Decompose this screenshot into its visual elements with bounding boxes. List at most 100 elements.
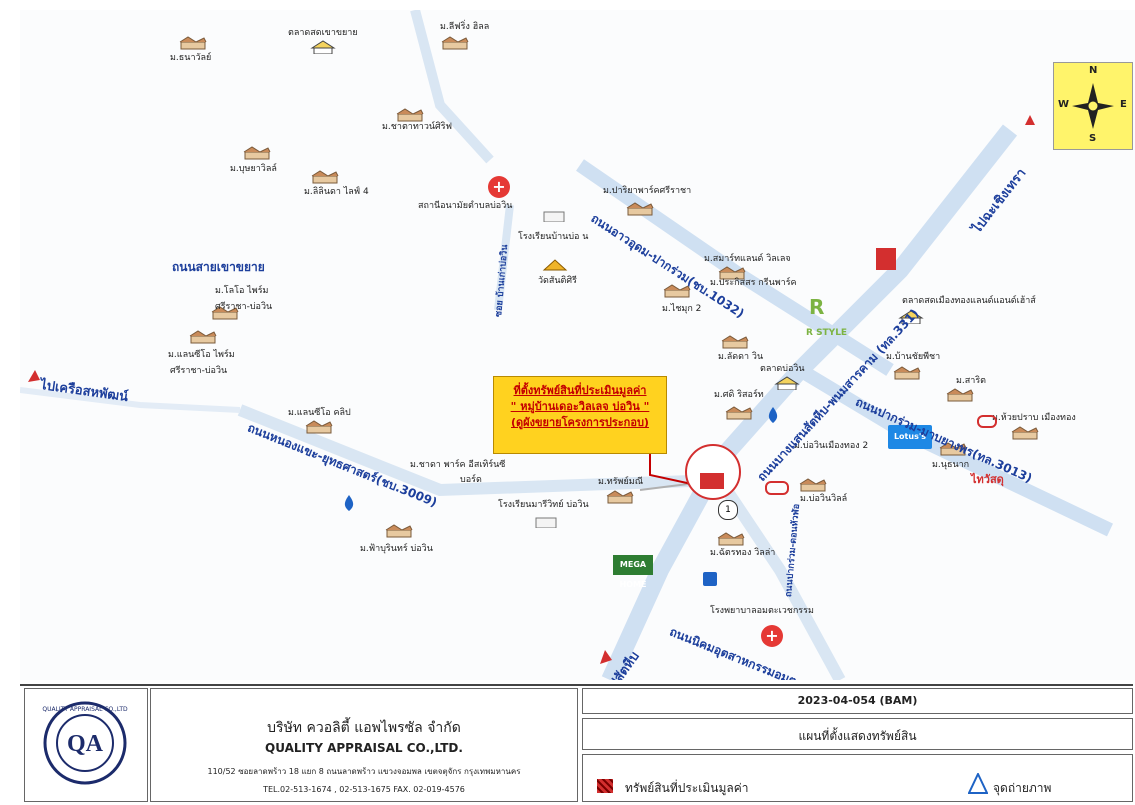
esso-icon [765,481,789,495]
hospital-icon: + [761,625,783,647]
logo-ring-text: QUALITY APPRAISAL CO.,LTD [42,706,128,713]
place-label: ม.โลโอ ไพร์ม [215,286,269,296]
place-label: ตลาดบ่อวิน [760,364,805,374]
compass-east: E [1120,99,1127,110]
road-network [20,10,1114,680]
market-icon [774,376,800,390]
place-label: ตลาดสดเขาขยาย [288,28,358,38]
temple-icon [542,259,568,271]
esso-icon [977,415,997,428]
photo-point-number: 1 [718,500,738,520]
village-icon [179,36,207,50]
rstyle-label: R STYLE [806,328,848,338]
village-icon [946,388,974,402]
place-label: โรงเรียนบ้านบ่อ น [518,232,589,242]
place-label: ม.ไชมุก 2 [662,304,702,314]
callout-line1: ที่ตั้งทรัพย์สินที่ประเมินมูลค่า [513,384,647,397]
village-icon [396,108,424,122]
place-label: ม.บุษยาวิลล์ [230,164,277,174]
rstyle-logo: R [809,295,825,319]
village-icon [211,306,239,320]
property-legend-swatch [597,779,613,793]
village-icon [939,442,967,456]
place-label: สถานีอนามัยตำบลบ่อวิน [418,201,513,211]
place-label: ม.ลีฟริ่ง ฮิลล [440,22,490,32]
company-box: บริษัท ควอลิตี้ แอพไพรซัล จำกัด QUALITY … [150,688,578,802]
legend-property-label: ทรัพย์สินที่ประเมินมูลค่า [625,781,749,795]
place-label: ม.นุธนาก [932,460,970,470]
bank-icon [703,572,717,586]
village-icon [626,202,654,216]
map-title: แผนที่ตั้งแสดงทรัพย์สิน [798,729,917,743]
place-label: ศรีราชา-บ่อวิน [215,302,273,312]
village-icon [893,366,921,380]
logo-box: QA QUALITY APPRAISAL CO.,LTD [24,688,148,802]
gas-station-icon [768,407,778,423]
market-icon [898,310,924,324]
place-label: ม.ชาตาทาวน์ศิริฟ [382,122,452,132]
market-icon [310,40,336,54]
village-icon [305,420,333,434]
village-icon [1011,426,1039,440]
village-icon [189,330,217,344]
place-label: ม.บ้านชัยพีชา [886,352,941,362]
place-label: ม.ปาริยาพาร์คศรีราชา [603,186,692,196]
company-address: 110/52 ซอยลาดพร้าว 18 แยก 8 ถนนลาดพร้าว … [207,767,521,776]
site-marker [685,444,741,500]
village-icon [717,532,745,546]
village-icon [243,146,271,160]
village-icon [606,490,634,504]
place-label: ม.ศดิ ริสอร์ท [714,390,764,400]
health-station-icon: + [488,176,510,198]
company-phone: TEL.02-513-1674 , 02-513-1675 FAX. 02-01… [263,785,465,794]
village-icon [441,36,469,50]
report-footer: QA QUALITY APPRAISAL CO.,LTD บริษัท ควอล… [20,684,1133,802]
place-label: บอร์ด [460,475,482,485]
legend-photo-label: จุดถ่ายภาพ [993,781,1052,795]
village-icon [385,524,413,538]
compass-north: N [1089,65,1098,76]
store-icon [876,248,896,270]
place-label: ม.ประกิสสร กรีนพาร์ค [710,278,797,288]
location-map: ม.ธนาวัลย์ ตลาดสดเขาขยาย ม.ลีฟริ่ง ฮิลล … [20,10,1135,680]
report-number-box: 2023-04-054 (BAM) [582,688,1133,714]
compass-south: S [1089,133,1097,144]
place-label: ศรีราชา-บ่อวิน [170,366,228,376]
report-number: 2023-04-054 (BAM) [797,694,918,707]
logo-letters: QA [67,731,104,757]
place-label: ม.สาริต [956,376,987,386]
place-label: ม.แลนซีโอ คลิป [288,408,351,418]
company-name-en: QUALITY APPRAISAL CO.,LTD. [265,741,463,755]
place-label: โรงพยาบาลอมตะเวชกรรม [710,606,814,616]
lotus-store: Lotus's [888,425,932,449]
village-icon [725,406,753,420]
compass-rose: N S W E [1053,62,1133,150]
place-label: ม.บ่อวินเมืองทอง 2 [794,441,869,451]
place-label: ม.ลิลินดา ไลฟ์ 4 [304,187,369,197]
school-icon [543,211,565,222]
photo-point-icon [968,773,988,794]
gas-station-icon [344,495,354,511]
place-label: ม.ฟ้าบุรินทร์ บ่อวิน [360,544,433,554]
school-icon [535,517,557,528]
village-icon [721,335,749,349]
place-label: ม.แลนซีโอ ไพร์ม [168,350,235,360]
road-label: ถนนสายเขาขยาย [172,260,265,274]
place-label: โรงเรียนมารีวิทย์ บ่อวิน [498,500,589,510]
legend-box: ทรัพย์สินที่ประเมินมูลค่า จุดถ่ายภาพ [582,754,1133,802]
village-icon [718,266,746,280]
place-label: วัดสันติศิรี [538,276,577,286]
site-callout: ที่ตั้งทรัพย์สินที่ประเมินมูลค่า " หมู่บ… [493,376,667,454]
compass-west: W [1058,99,1070,110]
village-icon [799,478,827,492]
village-icon [663,284,691,298]
callout-line3: (ดูผังขยายโครงการประกอบ) [511,416,649,429]
place-label: ม.บ่อวินวิลล์ [800,494,848,504]
company-name-th: บริษัท ควอลิตี้ แอพไพรซัล จำกัด [267,720,461,736]
place-label: ม.ลัดดา วิน [718,352,764,362]
place-label: ม.สมาร์ทแลนด์ วิลเลจ [704,254,791,264]
thaiwatsadu-store: ไทวัสดุ [971,473,1004,486]
place-label: ม.ธนาวัลย์ [170,53,212,63]
map-title-box: แผนที่ตั้งแสดงทรัพย์สิน [582,718,1133,750]
mega-home-store: MEGA HOME [613,555,653,589]
